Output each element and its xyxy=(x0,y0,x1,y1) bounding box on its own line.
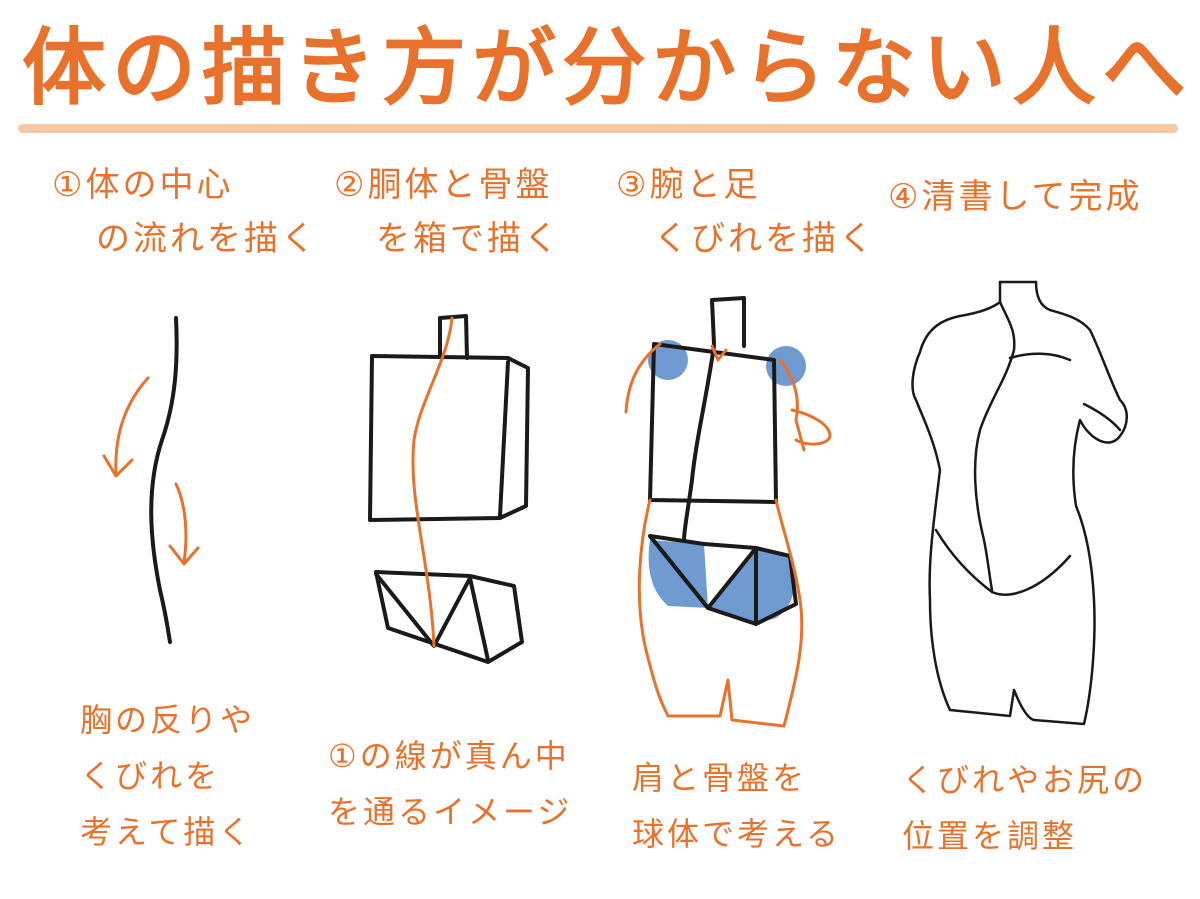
title-underline xyxy=(18,124,1178,133)
note-2: ①の線が真ん中 を通るイメージ xyxy=(328,728,572,840)
note-4-line-1: くびれやお尻の xyxy=(902,761,1148,799)
torso-box xyxy=(368,354,530,522)
note-2-line-1: ①の線が真ん中 xyxy=(328,737,570,775)
note-2-line-2: を通るイメージ xyxy=(328,793,573,831)
final-collar xyxy=(1008,352,1072,362)
step-2-box-drawing xyxy=(368,314,530,664)
torso-center-3 xyxy=(682,344,716,542)
note-1: 胸の反りや くびれを 考えて描く xyxy=(80,692,255,860)
hip-shading-right xyxy=(708,548,795,624)
note-3: 肩と骨盤を 球体で考える xyxy=(632,750,841,862)
center-line-orange xyxy=(411,316,454,648)
step-1-label: ①体の中心 の流れを描く xyxy=(52,158,318,266)
flow-arrow-upper-head xyxy=(102,454,134,478)
step-4-final-drawing xyxy=(911,280,1128,726)
pelvis-box-3 xyxy=(648,534,798,626)
note-4-line-2: 位置を調整 xyxy=(902,817,1078,855)
step-4-label: ④清書して完成 xyxy=(888,170,1142,224)
step-4-line-1: ④清書して完成 xyxy=(888,177,1143,217)
step-2-line-1: ②胴体と骨盤 xyxy=(334,165,553,205)
center-flow-line xyxy=(149,316,179,644)
step-2-label: ②胴体と骨盤 を箱で描く xyxy=(334,158,561,266)
step-1-flow-drawing xyxy=(102,316,200,644)
torso-box-edge xyxy=(498,360,510,518)
spine-orange xyxy=(710,344,728,362)
step-1-line-1: ①体の中心 xyxy=(52,165,234,205)
final-center-line xyxy=(973,300,1016,592)
step-3-line-2: くびれを描く xyxy=(654,219,876,259)
note-3-line-2: 球体で考える xyxy=(632,815,842,853)
step-1-line-2: の流れを描く xyxy=(96,219,318,259)
note-4: くびれやお尻の 位置を調整 xyxy=(902,752,1147,864)
flow-arrow-upper xyxy=(114,376,150,476)
pelvis-lines-3 xyxy=(648,534,758,626)
final-leg-line xyxy=(934,528,1072,596)
note-1-line-2: くびれを xyxy=(80,757,221,795)
step-2-line-2: を箱で描く xyxy=(376,219,561,259)
final-body-outline xyxy=(911,280,1128,726)
page-title: 体の描き方が分からない人へ xyxy=(22,19,1193,117)
step-3-body-drawing xyxy=(624,296,832,728)
step-3-label: ③腕と足 くびれを描く xyxy=(616,158,876,266)
note-1-line-1: 胸の反りや xyxy=(80,701,256,739)
step-3-line-1: ③腕と足 xyxy=(616,165,761,205)
flow-arrow-lower-head xyxy=(168,544,200,566)
final-arm-right xyxy=(1082,402,1122,432)
shoulder-ball-left xyxy=(648,340,688,380)
body-outline-orange xyxy=(624,342,832,728)
note-1-line-3: 考えて描く xyxy=(80,813,254,851)
note-3-line-1: 肩と骨盤を xyxy=(632,759,808,797)
flow-arrow-lower xyxy=(174,482,188,564)
pelvis-box xyxy=(374,570,524,664)
neck-outline-3 xyxy=(710,296,746,348)
